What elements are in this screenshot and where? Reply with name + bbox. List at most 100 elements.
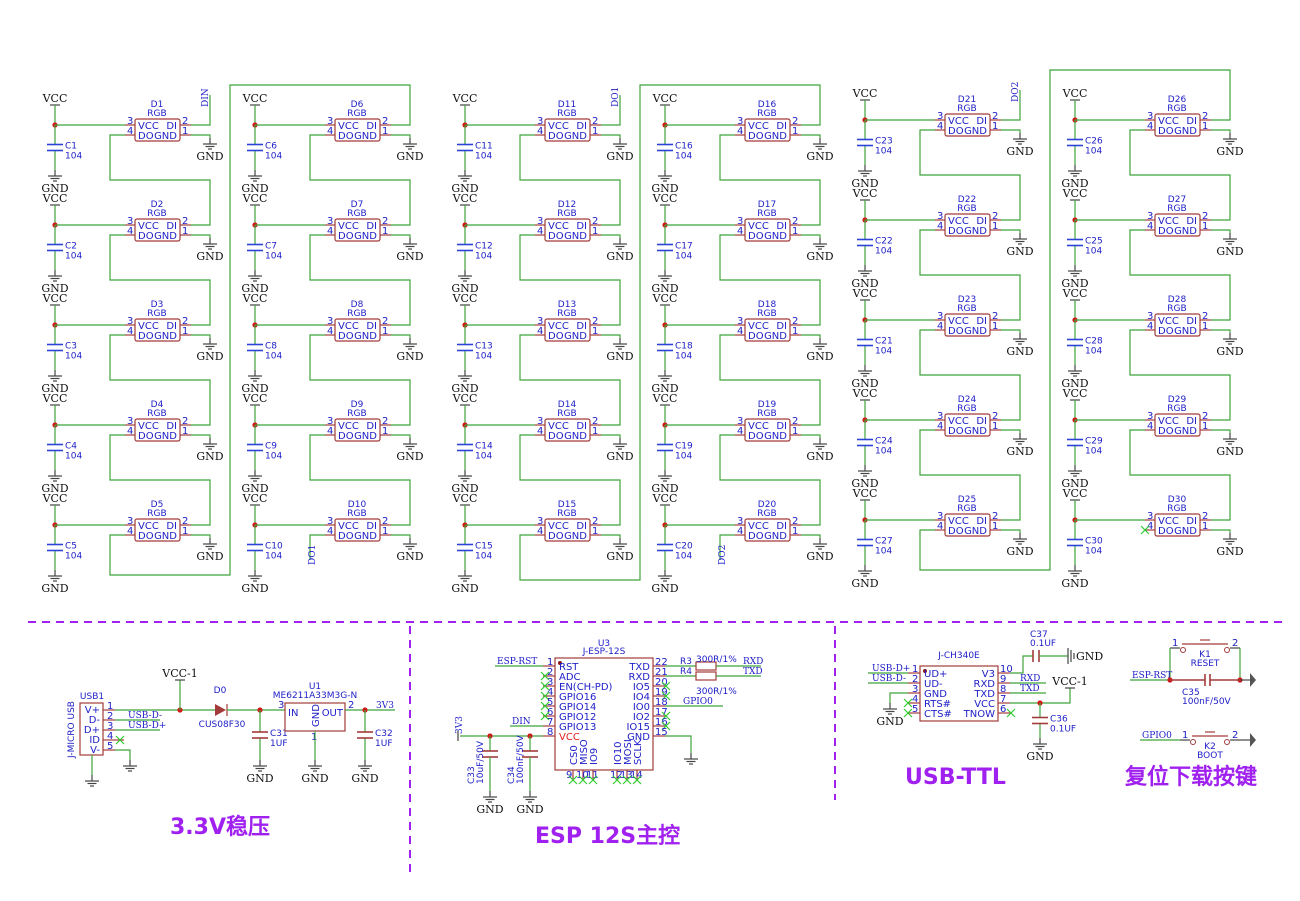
- pin-num: 9: [1000, 674, 1006, 685]
- led-body: [744, 218, 791, 242]
- gnd-wire: [391, 534, 411, 538]
- pin-num-2: 2: [992, 511, 998, 522]
- esp-pin-name: VCC: [559, 732, 580, 743]
- led-value: RGB: [757, 409, 776, 419]
- cap-value: 100nF/50V: [516, 734, 526, 784]
- esp-pin-name: SCLK: [633, 739, 644, 765]
- ground-symbol: GND: [396, 338, 424, 363]
- pin-num-1: 1: [382, 526, 388, 537]
- ground-label: GND: [1006, 545, 1033, 558]
- ground-symbol: [684, 753, 698, 765]
- power-symbol: VCC: [42, 292, 67, 306]
- pin-num: 2: [1232, 730, 1238, 741]
- ch340-pin-name: CTS#: [924, 709, 952, 720]
- power-label: VCC: [452, 192, 478, 205]
- pin-num-4: 4: [127, 426, 133, 437]
- ground-label: GND: [41, 482, 68, 495]
- power-label: VCC: [652, 292, 678, 305]
- cap-value: 1UF: [270, 739, 288, 749]
- pin-num-4: 4: [737, 126, 743, 137]
- pin-num-1: 1: [592, 526, 598, 537]
- cap-ref: C6: [265, 142, 277, 152]
- led-ref: D25: [958, 495, 976, 505]
- cap-value: 104: [475, 452, 492, 462]
- pin-num-3: 3: [1147, 211, 1153, 222]
- pin-num-4: 4: [1147, 521, 1153, 532]
- pin-num-2: 2: [382, 416, 388, 427]
- ldo-pin-out: OUT: [322, 708, 344, 719]
- ground-symbol: GND: [606, 338, 634, 363]
- ground-symbol: GND: [1216, 133, 1244, 158]
- pin-name-vcc: VCC: [338, 521, 359, 532]
- power-label: VCC: [652, 492, 678, 505]
- ground-symbol: GND: [651, 270, 679, 295]
- pin-num: 1: [311, 732, 317, 743]
- pin-name-gnd: GND: [964, 126, 987, 137]
- cap-ref: C21: [875, 337, 893, 347]
- ground-label: GND: [396, 150, 423, 163]
- esp-pin-num: 2: [547, 667, 553, 678]
- pin-num-1: 1: [592, 126, 598, 137]
- led-ref: D17: [758, 200, 776, 210]
- pin-num-1: 1: [592, 326, 598, 337]
- ground-symbol: GND: [396, 438, 424, 463]
- cap-ref: C7: [265, 242, 277, 252]
- ground-symbol: GND: [1061, 165, 1089, 190]
- led-ref: D22: [958, 195, 976, 205]
- power-symbol: VCC: [652, 392, 677, 406]
- ground-symbol: GND: [1061, 465, 1089, 490]
- pin-num-1: 1: [992, 321, 998, 332]
- ground-label: GND: [851, 377, 878, 390]
- cap-ref: C9: [265, 442, 277, 452]
- cap-value: 10uF/50V: [476, 740, 486, 784]
- ground-symbol: GND: [1006, 533, 1034, 558]
- cap-ref: C13: [475, 342, 493, 352]
- din-wire: [1001, 90, 1021, 121]
- no-connect-mark: [568, 775, 578, 785]
- ground-label: GND: [606, 450, 633, 463]
- led-ref: D21: [958, 95, 976, 105]
- title-3v3-regulator: 3.3V稳压: [170, 814, 270, 840]
- data-chain-wire: [309, 234, 411, 326]
- pin-name-vcc: VCC: [138, 121, 159, 132]
- led-body: [744, 118, 791, 142]
- resistor-ref: R3: [680, 657, 692, 667]
- ground-symbol: GND: [41, 370, 69, 395]
- ldo-body: [284, 702, 346, 732]
- net-esp-rst: ESP-RST: [1132, 671, 1172, 681]
- cap-value: 104: [675, 552, 692, 562]
- power-symbol: VCC: [852, 487, 877, 501]
- led-ref: D5: [151, 500, 164, 510]
- ground-label: GND: [1061, 577, 1088, 590]
- power-symbol: VCC: [652, 92, 677, 106]
- cap-ref: C37: [1030, 630, 1048, 640]
- esp-pin-name: IO15: [626, 722, 650, 733]
- pin-num: 10: [1000, 664, 1013, 675]
- power-label: VCC-1: [161, 667, 198, 680]
- pin-num-2: 2: [382, 516, 388, 527]
- pin-name-di: DI: [1186, 116, 1197, 127]
- cap-ref: C34: [507, 766, 517, 784]
- pin-name-gnd: GND: [154, 331, 177, 342]
- pin-num-3: 3: [737, 116, 743, 127]
- ground-symbol: GND: [606, 238, 634, 263]
- cap-ref: C24: [875, 437, 893, 447]
- ground-label: GND: [396, 450, 423, 463]
- power-label: VCC: [42, 192, 68, 205]
- pin1-marker: [923, 669, 927, 673]
- ground-symbol: GND: [1006, 133, 1034, 158]
- ground-symbol: GND: [396, 538, 424, 563]
- led-body: [744, 418, 791, 442]
- cap-value: 104: [265, 152, 282, 162]
- gnd-wire: [601, 234, 621, 238]
- led-ref: D28: [1168, 295, 1187, 305]
